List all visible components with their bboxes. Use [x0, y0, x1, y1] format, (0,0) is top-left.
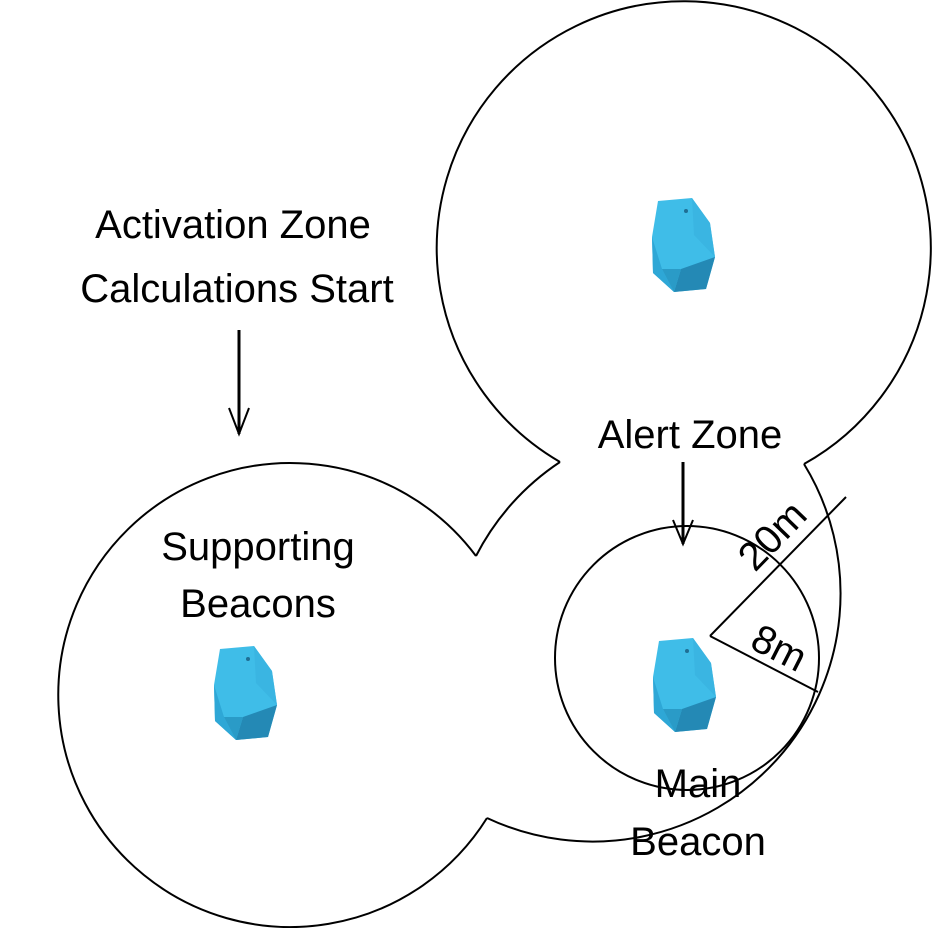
main-zone-circle-left: [475, 461, 561, 557]
radius-20m-label: 20m: [730, 493, 816, 580]
alert-zone-label: Alert Zone: [598, 413, 783, 457]
alert-zone-circle: [554, 525, 820, 791]
radius-line-8m: [709, 635, 819, 693]
radius-8m-label: 8m: [744, 616, 813, 680]
top-zone-circle: [435, 0, 932, 465]
beacon-icon: [652, 198, 715, 292]
supporting-beacons-label-line2: Beacons: [180, 582, 336, 626]
supporting-beacons-label-line1: Supporting: [161, 525, 354, 569]
main-zone-circle: [486, 463, 842, 843]
activation-zone-label-line1: Activation Zone: [95, 203, 371, 247]
arrow-down-icon: [228, 330, 250, 437]
radius-line-20m: [709, 496, 847, 637]
arrow-down-icon: [672, 462, 694, 547]
activation-zone-label-line2: Calculations Start: [80, 267, 393, 311]
main-beacon-label-line2: Beacon: [630, 820, 766, 864]
supporting-zone-circle: [57, 462, 488, 928]
main-beacon-label-line1: Main: [655, 762, 742, 806]
beacon-icon: [653, 638, 716, 732]
beacon-icon: [214, 646, 277, 740]
